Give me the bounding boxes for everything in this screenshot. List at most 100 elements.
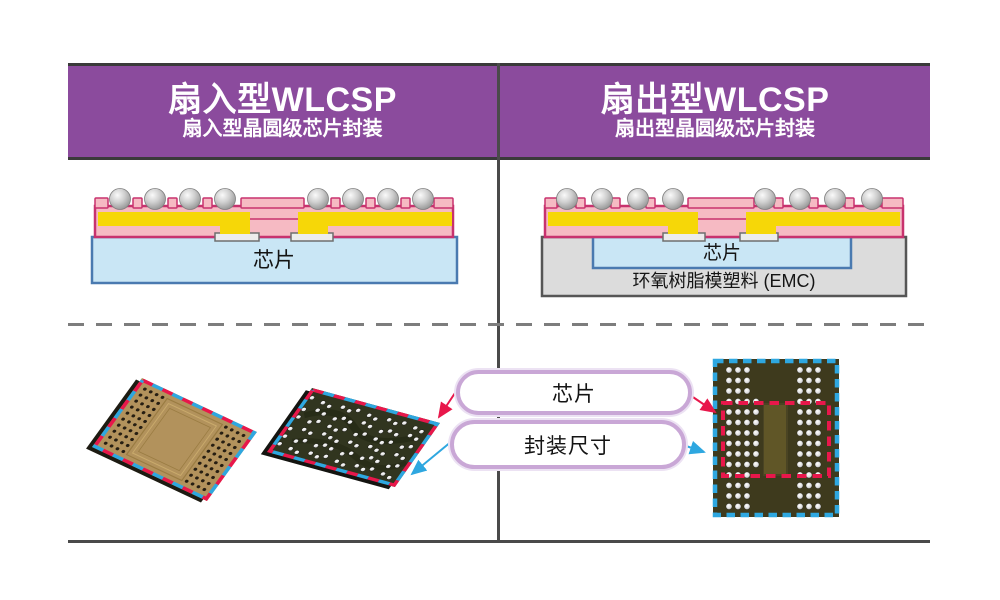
fan-in-solder-mask-posts: [94, 197, 454, 209]
callout-chip-label: 芯片: [552, 382, 596, 406]
pad-dot: [235, 431, 240, 435]
pad-dot: [190, 482, 195, 486]
pad-dot: [116, 423, 121, 427]
fan-out-chip-label: 芯片: [703, 242, 741, 264]
fan-in-solder-balls: [109, 188, 434, 210]
pad-dot: [229, 428, 234, 432]
ball-pad-dot: [743, 450, 751, 458]
pad-dot: [134, 431, 139, 436]
solder-ball-dot: [326, 404, 332, 409]
solder-ball-dot: [355, 408, 362, 413]
solder-ball-dot: [378, 429, 384, 434]
solder-ball: [556, 188, 578, 210]
ball-pad-dot: [814, 440, 822, 447]
ball-pad-dot: [734, 461, 742, 468]
solder-ball-dot: [393, 452, 400, 457]
pad-dot: [218, 455, 223, 459]
solder-ball-dot: [399, 456, 406, 461]
solder-ball: [754, 188, 776, 210]
solder-ball-dot: [385, 464, 392, 469]
solder-ball-dot: [386, 417, 393, 423]
pad-dot: [146, 405, 150, 409]
ball-pad-dot: [743, 429, 751, 437]
ball-pad-dot: [814, 503, 822, 510]
solder-ball: [824, 188, 846, 210]
fan-in-chip-label: 芯片: [253, 249, 295, 272]
solder-ball-dot: [326, 424, 333, 429]
ball-pad-dot: [805, 366, 813, 374]
pad-dot: [147, 413, 152, 418]
chip-arrow-to-fan-in-photo: [437, 389, 458, 419]
solder-ball-dot: [394, 463, 401, 469]
pad-dot: [138, 425, 143, 430]
solder-ball-dot: [346, 408, 352, 414]
solder-ball-dot: [293, 450, 300, 455]
solder-ball: [412, 188, 434, 210]
pad-dot: [133, 423, 137, 427]
pad-dot: [108, 435, 112, 439]
pad-dot: [215, 437, 219, 441]
ball-pad-dot: [725, 450, 733, 458]
solder-mask-post: [240, 197, 305, 209]
solder-ball-dot: [372, 416, 379, 422]
solder-ball-dot: [353, 463, 360, 469]
solder-ball-dot: [340, 462, 346, 468]
ball-pad-dot: [805, 440, 813, 447]
solder-ball-dot: [322, 442, 328, 448]
solder-ball-dot: [295, 414, 302, 420]
solder-ball-dot: [341, 427, 348, 432]
fan-in-package-photo-bottom: [260, 387, 440, 490]
pad-dot: [114, 438, 118, 442]
ball-pad-dot: [796, 482, 804, 489]
pad-dot: [231, 437, 236, 441]
solder-ball: [627, 188, 649, 210]
solder-ball-dot: [313, 454, 320, 460]
package-outline-dashed-blue: [266, 387, 440, 488]
solder-ball-dot: [360, 467, 366, 472]
ball-pad-dot: [725, 419, 733, 426]
solder-ball-dot: [315, 419, 322, 424]
ball-pad-dot: [752, 461, 760, 468]
ball-pad-dot: [796, 461, 804, 468]
pad-dot: [140, 402, 144, 406]
pad-dot: [193, 467, 198, 471]
fan-out-cross-section-diagram: 芯片 环氧树脂模塑料 (EMC): [540, 188, 908, 298]
ball-pad-dot: [743, 482, 751, 489]
fan-in-package-photo-top: [86, 377, 257, 503]
pad-dot: [241, 433, 246, 438]
pad-dot: [143, 387, 147, 391]
solder-ball: [179, 188, 201, 210]
solder-ball-dot: [368, 455, 375, 461]
pad-dot: [195, 476, 199, 480]
substrate-trace-ring: [125, 397, 224, 482]
ball-pad-dot: [743, 492, 751, 500]
solder-mask-post: [202, 197, 213, 209]
solder-ball-dot: [320, 411, 327, 417]
solder-ball-dot: [387, 440, 394, 445]
pad-dot: [216, 446, 221, 450]
solder-ball-dot: [374, 459, 381, 464]
ball-pad-dot: [796, 492, 804, 500]
ball-pad-dot: [734, 387, 742, 395]
solder-ball: [342, 188, 364, 210]
ball-pad-dot: [814, 482, 822, 489]
pad-dot: [224, 425, 228, 429]
ball-pad-dot: [743, 440, 751, 447]
fan-in-title: 扇入型WLCSP: [168, 80, 397, 119]
solder-ball-dot: [347, 439, 354, 445]
pad-dot: [118, 432, 123, 436]
ball-pad-dot: [725, 366, 733, 374]
fan-out-emc-label: 环氧树脂模塑料 (EMC): [633, 271, 816, 291]
ball-pad-dot: [805, 377, 813, 384]
pad-dot: [214, 461, 218, 465]
ball-pad-grid: [103, 387, 246, 492]
ball-pad-dot: [805, 482, 813, 489]
pad-dot: [232, 445, 237, 450]
pad-dot: [209, 467, 214, 471]
ball-pad-dot: [725, 503, 733, 510]
pad-dot: [119, 441, 124, 445]
solder-ball-dot: [307, 451, 314, 456]
solder-ball: [662, 188, 684, 210]
pad-dot: [124, 435, 128, 439]
